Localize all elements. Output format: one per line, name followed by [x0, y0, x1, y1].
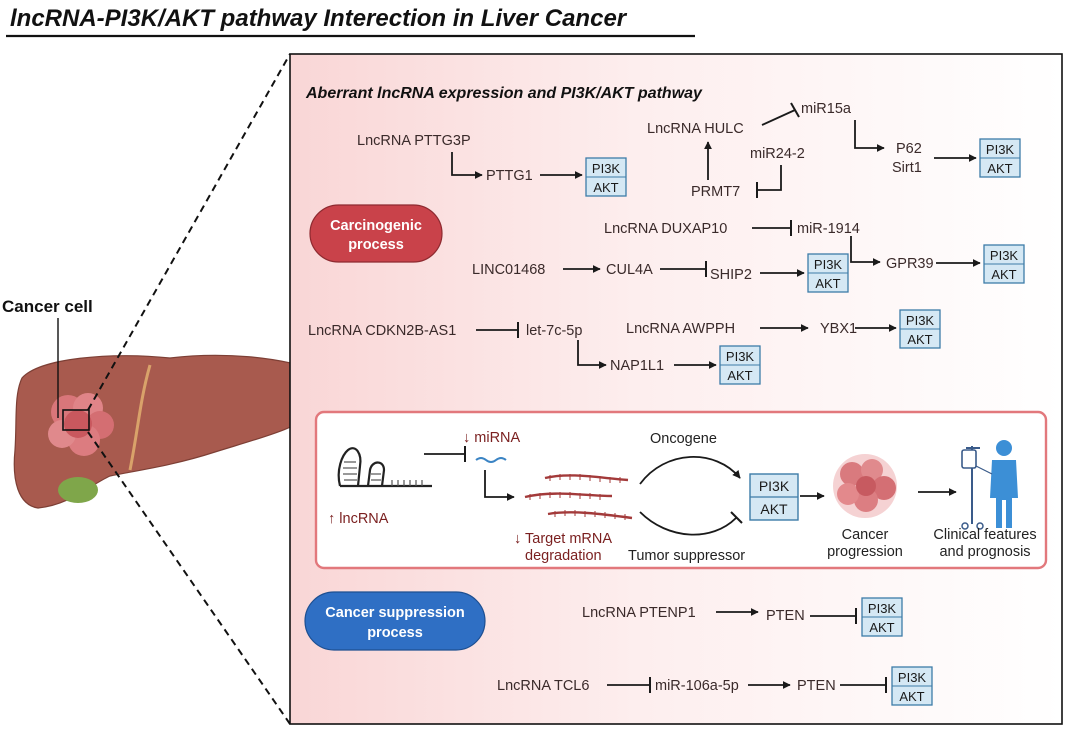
node-lncrna-ptenp1: LncRNA PTENP1 [582, 605, 696, 621]
inhibit-hulc-mir15a [761, 109, 796, 126]
akt-label: AKT [869, 620, 894, 635]
zoom-line-bottom [87, 431, 291, 725]
node-lncrna-duxap10: LncRNA DUXAP10 [604, 221, 727, 237]
arrow-mir15a-p62 [854, 120, 885, 152]
mirna-icon [475, 457, 507, 463]
pi3k-akt-box: PI3K AKT [899, 309, 941, 349]
akt-label: AKT [899, 689, 924, 704]
degradation-label: degradation [525, 548, 602, 564]
akt-label: AKT [760, 501, 788, 517]
node-lncrna-cdkn2b-as1: LncRNA CDKN2B-AS1 [308, 323, 456, 339]
pi3k-akt-box: PI3K AKT [891, 666, 933, 706]
node-cul4a: CUL4A [606, 262, 653, 278]
pi3k-akt-box: PI3K AKT [983, 244, 1025, 284]
node-lncrna-hulc: LncRNA HULC [647, 121, 744, 137]
node-ybx1: YBX1 [820, 321, 857, 337]
tumor-cluster-icon [833, 454, 897, 518]
clinical-line1: Clinical features [933, 527, 1036, 543]
akt-label: AKT [727, 368, 752, 383]
main-title: lncRNA-PI3K/AKT pathway Interection in L… [10, 5, 628, 32]
node-mir-106a-5p: miR-106a-5p [655, 678, 739, 694]
pi3k-akt-central-box: PI3K AKT [749, 473, 799, 521]
pi3k-akt-box: PI3K AKT [979, 138, 1021, 178]
lncrna-up-label: ↑ lncRNA [328, 511, 389, 527]
inhibit-mir24-prmt7 [757, 165, 782, 191]
pi3k-label: PI3K [868, 601, 897, 616]
target-mrna-label: ↓ Target mRNA [514, 531, 612, 547]
akt-label: AKT [907, 332, 932, 347]
pi3k-label: PI3K [990, 248, 1019, 263]
tumor-mass [48, 393, 114, 456]
arrow-let7c-nap1l1 [577, 340, 607, 369]
arrow-oncogene [639, 456, 741, 485]
inhibit-tumor-suppressor [639, 511, 737, 536]
carcinogenic-line1: Carcinogenic [330, 218, 422, 234]
pi3k-akt-box: PI3K AKT [807, 253, 849, 293]
panel-title: Aberrant lncRNA expression and PI3K/AKT … [305, 85, 703, 102]
node-mir-1914: miR-1914 [797, 221, 860, 237]
liver-illustration [13, 318, 330, 509]
progression-line1: Cancer [842, 527, 889, 543]
clinical-line2: and prognosis [939, 544, 1030, 560]
lncrna-hairpin-icon [337, 447, 432, 488]
node-ship2: SHIP2 [710, 267, 752, 283]
carcinogenic-line2: process [348, 237, 404, 253]
pi3k-akt-box: PI3K AKT [719, 345, 761, 385]
pi3k-label: PI3K [726, 349, 755, 364]
node-sirt1: Sirt1 [892, 160, 922, 176]
node-lncrna-pttg3p: LncRNA PTTG3P [357, 133, 471, 149]
arrow-pttg3p-pttg1 [451, 152, 483, 179]
pi3k-label: PI3K [592, 161, 621, 176]
pi3k-label: PI3K [814, 257, 843, 272]
node-linc01468: LINC01468 [472, 262, 545, 278]
node-nap1l1: NAP1L1 [610, 358, 664, 374]
suppression-line2: process [367, 625, 423, 641]
node-p62: P62 [896, 141, 922, 157]
node-prmt7: PRMT7 [691, 184, 740, 200]
node-mir24-2: miR24-2 [750, 146, 805, 162]
akt-label: AKT [991, 267, 1016, 282]
suppression-line1: Cancer suppression [325, 605, 464, 621]
pathway-nodes: LncRNA PTTG3P PTTG1 LncRNA HULC miR15a m… [308, 101, 934, 694]
arrow-mirna-mrna [484, 470, 515, 501]
mrna-ticks [529, 474, 626, 520]
cancer-suppression-pill: Cancer suppression process [304, 591, 486, 651]
node-lncrna-tcl6: LncRNA TCL6 [497, 678, 589, 694]
node-pten-1: PTEN [766, 608, 805, 624]
pathway-edges [451, 102, 981, 693]
node-let-7c-5p: let-7c-5p [526, 323, 582, 339]
zoom-line-top [87, 53, 291, 411]
patient-iv-icon [961, 440, 1018, 530]
akt-label: AKT [987, 161, 1012, 176]
pi3k-label: PI3K [898, 670, 927, 685]
zoom-box [62, 409, 90, 431]
pi3k-akt-box: PI3K AKT [861, 597, 903, 637]
node-lncrna-awpph: LncRNA AWPPH [626, 321, 735, 337]
mirna-down-label: ↓ miRNA [463, 430, 521, 446]
cancer-cell-label: Cancer cell [2, 297, 93, 316]
arrow-mir1914-gpr39 [850, 236, 881, 266]
akt-label: AKT [593, 180, 618, 195]
mechanism-box [314, 410, 1048, 570]
pi3k-label: PI3K [986, 142, 1015, 157]
oncogene-label: Oncogene [650, 431, 717, 447]
akt-label: AKT [815, 276, 840, 291]
pi3k-label: PI3K [759, 478, 790, 494]
pi3k-akt-box: PI3K AKT [585, 157, 627, 197]
node-pttg1: PTTG1 [486, 168, 533, 184]
node-gpr39: GPR39 [886, 256, 934, 272]
pi3k-label: PI3K [906, 313, 935, 328]
node-pten-2: PTEN [797, 678, 836, 694]
node-mir15a: miR15a [801, 101, 852, 117]
tumor-suppressor-label: Tumor suppressor [628, 548, 745, 564]
carcinogenic-process-pill: Carcinogenic process [309, 204, 443, 263]
progression-line2: progression [827, 544, 903, 560]
